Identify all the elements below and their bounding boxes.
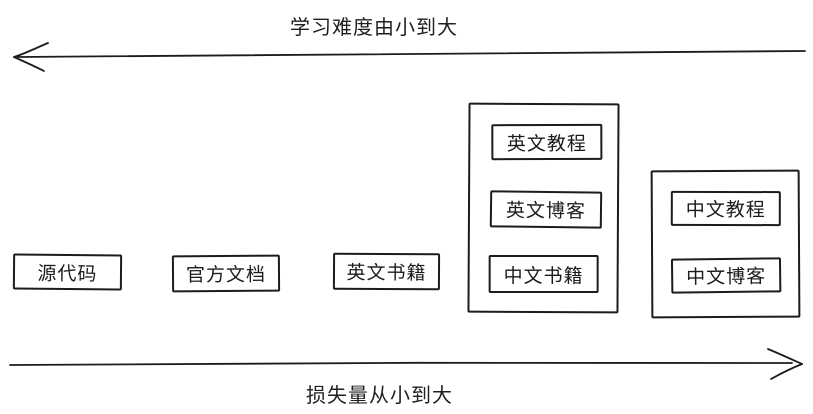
node-official-docs: 官方文档 (171, 254, 281, 293)
node-chinese-tutorials-label: 中文教程 (685, 199, 766, 222)
group-chinese-resources: 中文教程 中文博客 (650, 169, 801, 319)
node-chinese-blogs-label: 中文博客 (686, 266, 767, 289)
node-chinese-books-label: 中文书籍 (503, 265, 584, 287)
node-source-code: 源代码 (12, 253, 123, 291)
bottom-axis-label: 损失量从小到大 (306, 385, 453, 407)
group-english-resources: 英文教程 英文博客 中文书籍 (467, 102, 620, 314)
node-english-books-label: 英文书籍 (346, 262, 427, 285)
node-official-docs-label: 官方文档 (185, 264, 267, 287)
node-english-tutorials-label: 英文教程 (506, 133, 587, 155)
right-arrow (9, 348, 803, 380)
node-source-code-label: 源代码 (37, 263, 98, 285)
top-axis-label: 学习难度由小到大 (290, 17, 458, 39)
left-arrow (13, 42, 806, 72)
node-chinese-blogs: 中文博客 (670, 257, 782, 294)
node-english-books: 英文书籍 (332, 252, 441, 291)
node-english-blogs: 英文博客 (489, 190, 603, 229)
node-chinese-books: 中文书籍 (488, 255, 599, 294)
node-english-tutorials: 英文教程 (491, 123, 603, 161)
node-english-blogs-label: 英文博客 (505, 200, 587, 223)
node-chinese-tutorials: 中文教程 (670, 190, 781, 227)
